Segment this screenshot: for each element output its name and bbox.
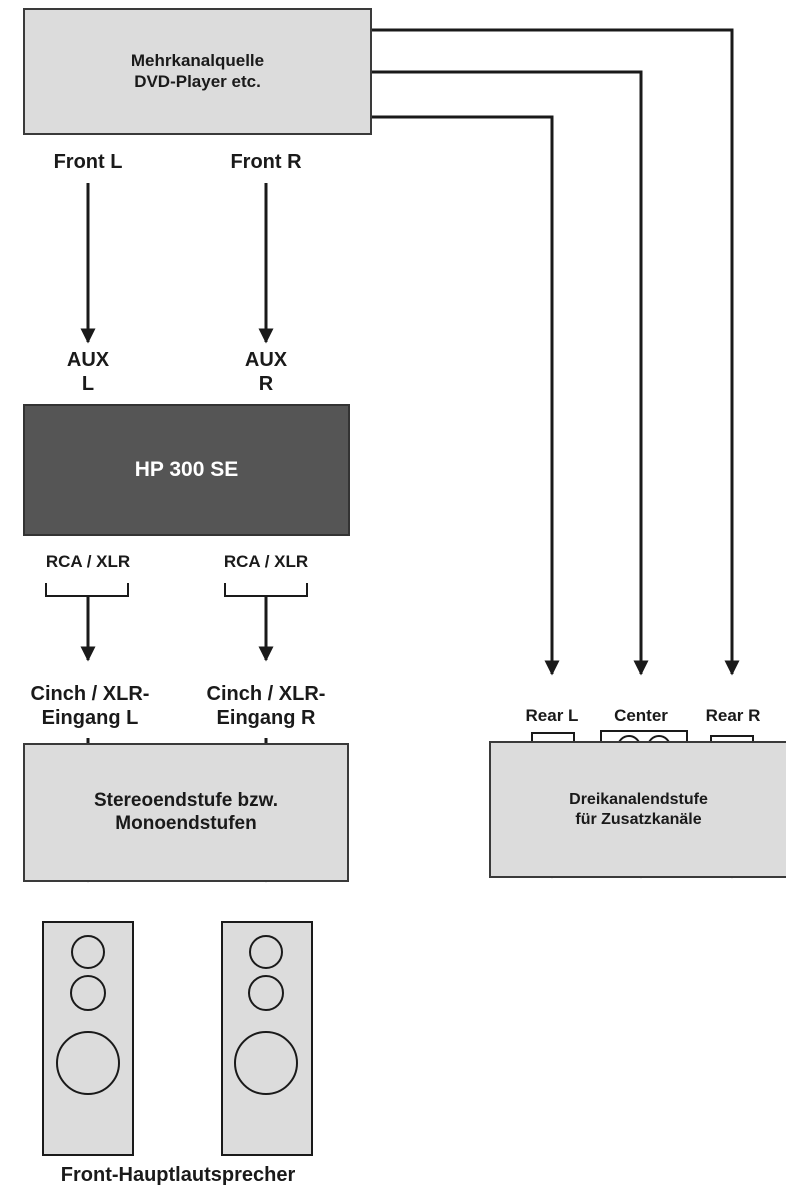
label-output-r: RCA / XLR bbox=[223, 552, 309, 571]
label-rear-l: Rear L bbox=[525, 706, 579, 725]
stereo-amp-box: Stereoendstufe bzw. Monoendstufen bbox=[23, 743, 349, 882]
label-front-l: Front L bbox=[53, 151, 123, 173]
label-center: Center bbox=[614, 706, 668, 725]
feed-center bbox=[371, 70, 649, 676]
source-box: Mehrkanalquelle DVD-Player etc. bbox=[23, 8, 372, 135]
main-speakers-caption: Front-Hauptlautsprecher bbox=[60, 1164, 296, 1186]
source-subtitle: DVD-Player etc. bbox=[134, 71, 261, 91]
output-bracket-l bbox=[45, 583, 129, 597]
speaker-front-left bbox=[42, 921, 134, 1156]
output-bracket-r bbox=[224, 583, 308, 597]
label-rear-r: Rear R bbox=[705, 706, 761, 725]
processor-name: HP 300 SE bbox=[134, 458, 239, 482]
label-front-r: Front R bbox=[230, 151, 302, 173]
three-channel-amp-box: Dreikanalendstufe für Zusatzkanäle bbox=[489, 741, 786, 878]
label-output-l: RCA / XLR bbox=[45, 552, 131, 571]
speaker-front-right bbox=[221, 921, 313, 1156]
source-title: Mehrkanalquelle bbox=[130, 51, 265, 71]
feed-rear-r bbox=[371, 28, 740, 676]
label-input-l: Cinch / XLR-Eingang L bbox=[30, 683, 150, 729]
label-input-r: Cinch / XLR-Eingang R bbox=[206, 683, 326, 729]
processor-box: HP 300 SE bbox=[23, 404, 350, 536]
feed-rear-l bbox=[371, 115, 560, 676]
